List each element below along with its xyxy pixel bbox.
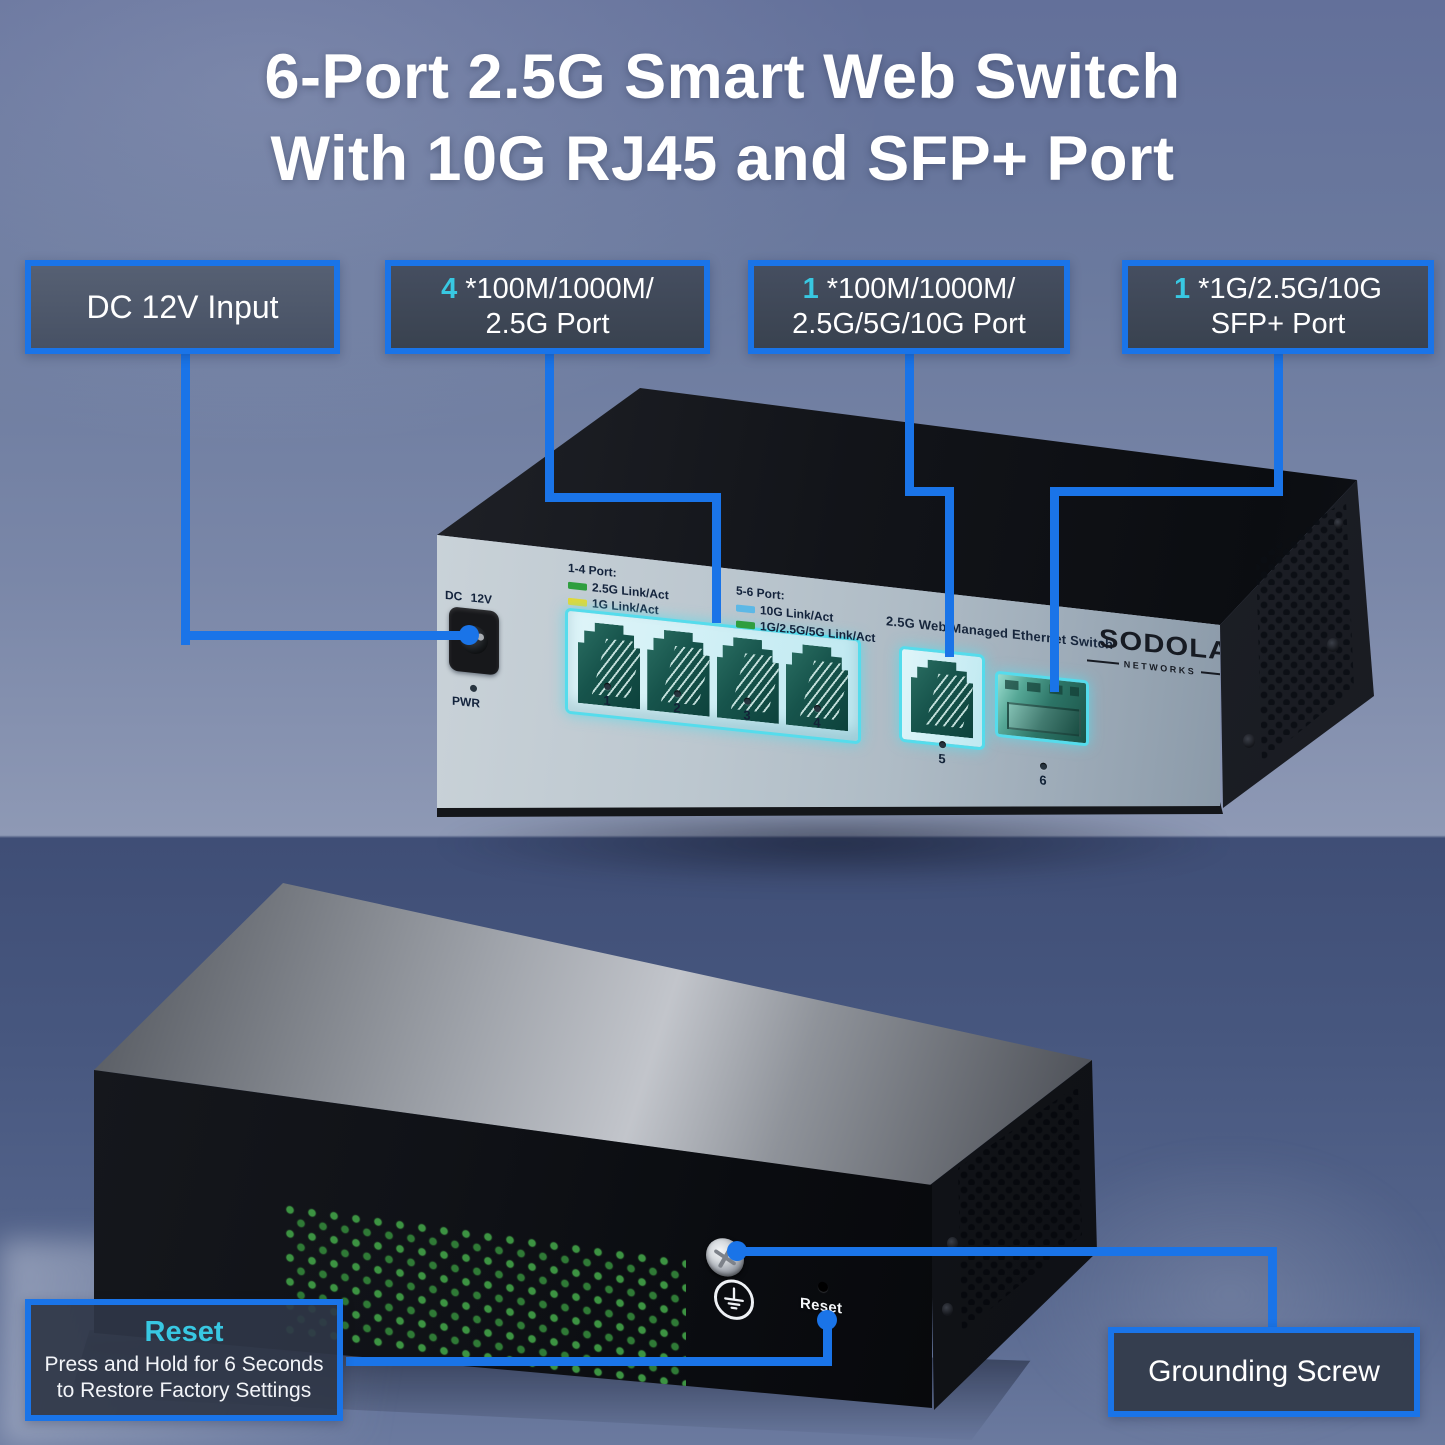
case-screw	[1327, 638, 1339, 652]
leader-port5-h	[905, 487, 954, 496]
callout-line: 1*100M/1000M/	[803, 272, 1016, 307]
case-screw	[947, 1237, 958, 1250]
leader-ground-h	[737, 1247, 1277, 1256]
callout-port-5: 1*100M/1000M/ 2.5G/5G/10G Port	[748, 260, 1070, 354]
leader-sfp-v2	[1050, 487, 1059, 692]
callout-line: SFP+ Port	[1210, 308, 1346, 340]
callout-spec: *100M/1000M/	[826, 272, 1016, 305]
reset-callout-line1: Press and Hold for 6 Seconds	[44, 1353, 324, 1377]
callout-label: DC 12V Input	[86, 288, 279, 325]
case-screw	[942, 1303, 953, 1316]
rj45-port-5	[899, 645, 985, 751]
callout-dc-input: DC 12V Input	[25, 260, 340, 354]
sfp-port-6	[995, 670, 1089, 747]
led-color-swatch	[568, 581, 587, 591]
leader-dc-horizontal	[181, 631, 471, 640]
led-color-swatch	[736, 619, 755, 629]
port-number: 1	[603, 692, 611, 709]
reset-callout-title: Reset	[144, 1316, 224, 1349]
pwr-label: PWR	[452, 693, 480, 711]
leader-port5-v2	[945, 487, 954, 657]
port-led	[813, 704, 821, 713]
port-led	[743, 697, 751, 705]
port-indicator: 2	[655, 688, 699, 718]
leader-sfp-v1	[1274, 350, 1283, 496]
leader-ports14-v1	[545, 350, 554, 502]
leader-ports14-h	[545, 493, 721, 502]
power-led	[470, 684, 477, 693]
front-device-shadow	[430, 815, 1390, 910]
callout-line: 4*100M/1000M/	[441, 272, 654, 307]
port-count: 1	[802, 272, 819, 305]
port-number: 6	[1039, 772, 1047, 789]
port-number: 5	[938, 750, 946, 767]
ground-symbol-icon	[714, 1276, 754, 1323]
callout-ports-1-4: 4*100M/1000M/ 2.5G Port	[385, 260, 710, 354]
port-led	[1039, 762, 1047, 771]
page-title: 6-Port 2.5G Smart Web Switch With 10G RJ…	[0, 36, 1445, 200]
port-number: 3	[743, 707, 751, 723]
port-led	[938, 740, 946, 749]
logo-line	[1087, 659, 1119, 665]
port-led	[673, 689, 681, 698]
rj45-jack	[911, 658, 973, 739]
callout-sfp-port: 1*1G/2.5G/10G SFP+ Port	[1122, 260, 1434, 354]
port-indicator: 5	[920, 739, 964, 769]
title-line-1: 6-Port 2.5G Smart Web Switch	[264, 42, 1181, 112]
callout-label: Grounding Screw	[1148, 1355, 1380, 1388]
callout-spec: *1G/2.5G/10G	[1198, 272, 1382, 305]
led-color-swatch	[568, 597, 587, 607]
leader-ports14-v2	[712, 493, 721, 623]
leader-ground-v	[1268, 1247, 1277, 1333]
callout-grounding-screw: Grounding Screw	[1108, 1327, 1420, 1417]
port-indicator: 4	[795, 703, 839, 733]
port-indicator: 3	[725, 695, 769, 725]
case-screw	[1243, 734, 1255, 748]
case-screw	[1334, 518, 1343, 529]
reset-callout-line2: to Restore Factory Settings	[56, 1379, 312, 1402]
leader-dc-vertical	[181, 350, 190, 645]
port-indicator: 1	[585, 681, 629, 711]
callout-line: 2.5G/5G/10G Port	[792, 308, 1026, 340]
leader-sfp-h	[1050, 487, 1283, 496]
leader-reset-v	[823, 1318, 832, 1366]
port-number: 4	[813, 714, 821, 731]
leader-dc-endpoint	[459, 625, 479, 645]
reset-pinhole	[818, 1281, 828, 1293]
leader-reset-h	[346, 1357, 832, 1366]
callout-spec: *100M/1000M/	[465, 272, 654, 305]
dc-12v-label: DC 12V	[445, 587, 493, 607]
port-indicator: 6	[1021, 760, 1065, 790]
port-number: 2	[673, 699, 681, 716]
callout-line: 2.5G Port	[485, 308, 610, 340]
port-led	[603, 682, 611, 691]
model-text: 2.5G Web Managed Ethernet Switch	[886, 613, 1114, 653]
callout-reset: Reset Press and Hold for 6 Seconds to Re…	[25, 1299, 343, 1421]
leader-port5-v1	[905, 350, 914, 496]
callout-line: 1*1G/2.5G/10G	[1174, 272, 1382, 307]
port-count: 1	[1174, 272, 1191, 305]
title-line-2: With 10G RJ45 and SFP+ Port	[270, 124, 1175, 194]
port-count: 4	[441, 272, 458, 305]
led-color-swatch	[736, 603, 755, 613]
